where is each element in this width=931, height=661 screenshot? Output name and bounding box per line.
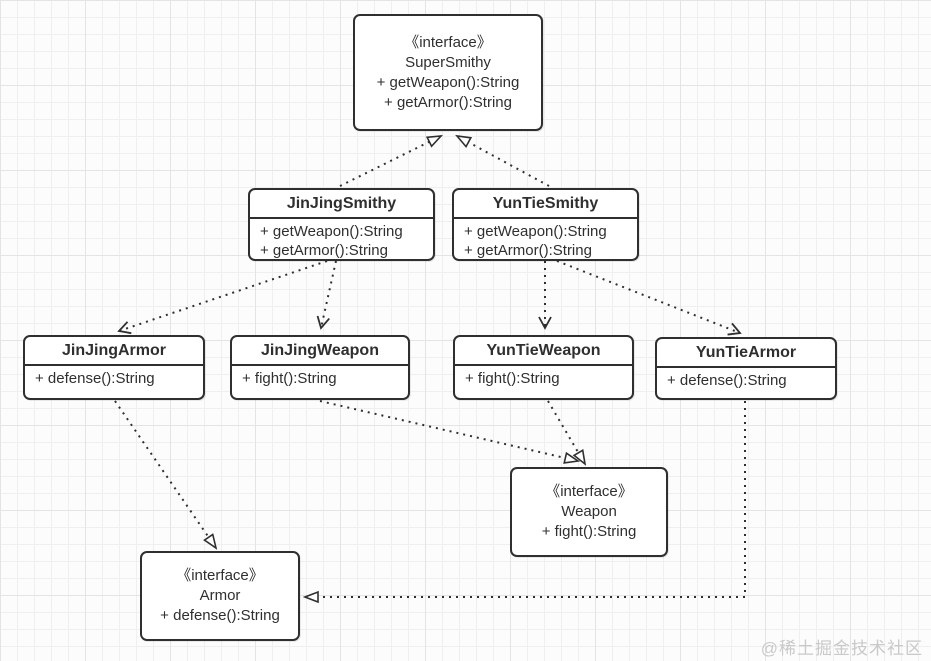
interface-name: Armor (199, 587, 241, 604)
edge-yuntiesmithy-yuntiearmor (556, 260, 742, 336)
node-yuntie-smithy: YunTieSmithy + getWeapon():String + getA… (452, 188, 639, 261)
class-name: JinJingArmor (25, 337, 203, 366)
node-weapon-interface: 《interface》 Weapon + fight():String (510, 467, 668, 557)
method-label: + defense():String (160, 607, 280, 624)
interface-name: Weapon (561, 503, 617, 520)
stereotype-label: 《interface》 (404, 33, 492, 51)
class-name: YunTieWeapon (455, 337, 632, 366)
node-yuntie-weapon: YunTieWeapon + fight():String (453, 335, 634, 400)
method-label: + fight():String (541, 523, 637, 540)
method-label: + defense():String (35, 370, 155, 387)
method-label: + getArmor():String (260, 242, 388, 259)
method-label: + getArmor():String (384, 93, 512, 111)
edge-yuntiearmor-armor (305, 401, 746, 597)
method-label: + getWeapon():String (464, 223, 607, 240)
method-label: + fight():String (242, 370, 337, 387)
node-jinjing-weapon: JinJingWeapon + fight():String (230, 335, 410, 400)
stereotype-label: 《interface》 (545, 483, 633, 500)
method-label: + defense():String (667, 372, 787, 389)
node-super-smithy: 《interface》 SuperSmithy + getWeapon():St… (353, 14, 543, 131)
node-jinjing-armor: JinJingArmor + defense():String (23, 335, 205, 400)
edge-jinjingarmor-armor (114, 400, 216, 548)
node-jinjing-smithy: JinJingSmithy + getWeapon():String + get… (248, 188, 435, 261)
edge-yuntiesmithy-supersmithy (457, 136, 550, 187)
edge-jinjingsmithy-supersmithy (339, 136, 441, 187)
method-label: + getArmor():String (464, 242, 592, 259)
method-label: + fight():String (465, 370, 560, 387)
node-armor-interface: 《interface》 Armor + defense():String (140, 551, 300, 641)
edge-jinjingsmithy-jinjingweapon (316, 260, 337, 330)
interface-name: SuperSmithy (405, 53, 491, 71)
class-name: YunTieSmithy (454, 190, 637, 219)
edge-jinjingweapon-weapon (319, 400, 578, 461)
node-yuntie-armor: YunTieArmor + defense():String (655, 337, 837, 400)
class-name: YunTieArmor (657, 339, 835, 368)
edge-yuntieweapon-weapon (547, 400, 585, 464)
class-name: JinJingSmithy (250, 190, 433, 219)
class-name: JinJingWeapon (232, 337, 408, 366)
edge-jinjingsmithy-jinjingarmor (117, 260, 328, 335)
method-label: + getWeapon():String (260, 223, 403, 240)
stereotype-label: 《interface》 (176, 567, 264, 584)
method-label: + getWeapon():String (376, 73, 520, 91)
watermark: @稀土掘金技术社区 (760, 639, 923, 658)
